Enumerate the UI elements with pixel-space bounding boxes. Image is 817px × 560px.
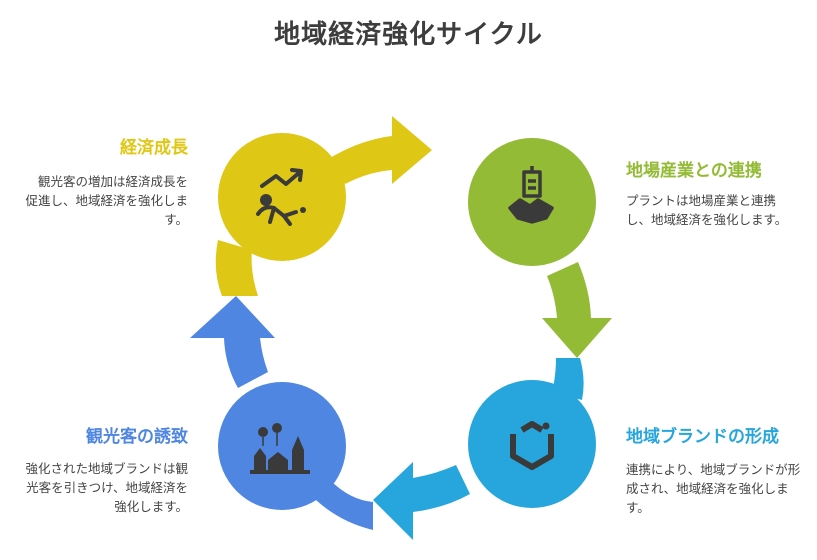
desc-line: す。 bbox=[164, 212, 188, 227]
circle-regional-brand bbox=[468, 380, 596, 508]
desc-line: す。 bbox=[626, 500, 650, 515]
cycle-arrows bbox=[190, 116, 612, 540]
desc-regional-brand: 連携により、地域ブランドが形 成され、地域経済を強化しま す。 bbox=[626, 460, 811, 517]
desc-line: 強化された地域ブランドは観 bbox=[25, 461, 188, 476]
ring-yellow-lower bbox=[215, 240, 258, 296]
diagram-title: 地域経済強化サイクル bbox=[274, 20, 543, 50]
desc-tourist-attraction: 強化された地域ブランドは観 光客を引きつけ、地域経済を 強化します。 bbox=[10, 459, 188, 516]
circle-local-industry bbox=[468, 138, 596, 266]
desc-line: 連携により、地域ブランドが形 bbox=[626, 462, 801, 477]
circle-tourist-attraction bbox=[218, 382, 346, 510]
arrow-industry-to-brand bbox=[542, 262, 612, 358]
arrow-growth-to-industry bbox=[330, 116, 432, 184]
heading-local-industry: 地場産業との連携 bbox=[626, 161, 762, 181]
desc-economic-growth: 観光客の増加は経済成長を 促進し、地域経済を強化しま す。 bbox=[10, 172, 188, 229]
heading-regional-brand: 地域ブランドの形成 bbox=[626, 427, 779, 447]
circle-economic-growth bbox=[218, 133, 346, 261]
cube-icon bbox=[510, 421, 554, 470]
heading-economic-growth: 経済成長 bbox=[120, 138, 188, 158]
cityscape-balloons-icon bbox=[250, 423, 310, 474]
desc-line: 促進し、地域経済を強化しま bbox=[25, 193, 188, 208]
handshake-building-icon bbox=[508, 166, 554, 224]
desc-line: 強化します。 bbox=[114, 499, 188, 514]
desc-line: 観光客の増加は経済成長を bbox=[37, 174, 188, 189]
growth-chart-icon bbox=[256, 168, 306, 226]
desc-line: 成され、地域経済を強化しま bbox=[626, 481, 789, 496]
desc-local-industry: プラントは地場産業と連携 し、地域経済を強化します。 bbox=[626, 191, 806, 229]
desc-line: 光客を引きつけ、地域経済を bbox=[26, 480, 188, 495]
desc-line: プラントは地場産業と連携 bbox=[626, 193, 777, 208]
arrow-tourist-to-growth bbox=[190, 296, 275, 388]
ring-blue-right bbox=[316, 480, 373, 530]
desc-line: し、地域経済を強化します。 bbox=[626, 212, 788, 227]
heading-tourist-attraction: 観光客の誘致 bbox=[86, 427, 188, 447]
arrow-brand-to-tourist bbox=[373, 462, 470, 540]
